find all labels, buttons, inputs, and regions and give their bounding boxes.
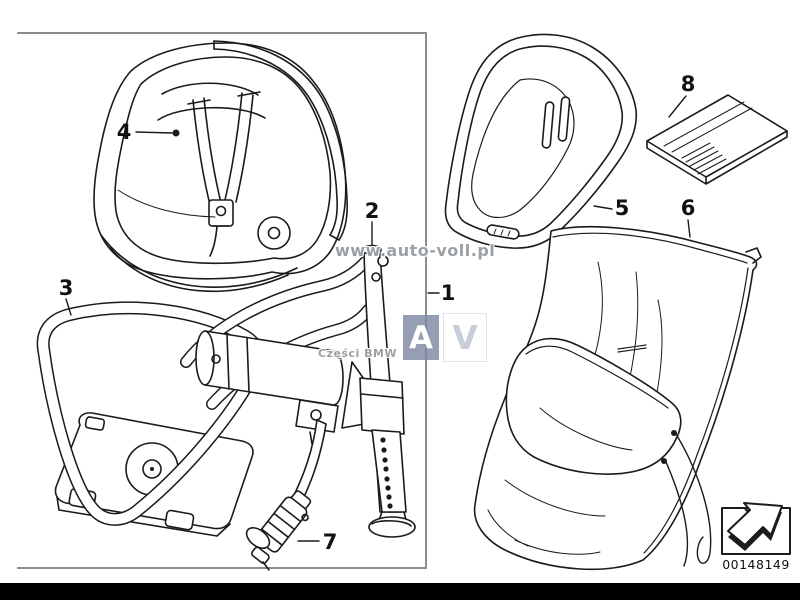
- callout-label-3: 3: [59, 276, 74, 300]
- part-2-support-leg-drawing: [341, 244, 416, 538]
- nav-arrow-stamp: [721, 502, 791, 555]
- callout-leader-3: [65, 298, 72, 316]
- part-4-infant-carrier-drawing: [93, 40, 348, 293]
- part-number-label: 00148149: [722, 557, 790, 572]
- adjuster-knob: [257, 216, 291, 250]
- arrow-icon: [727, 502, 783, 546]
- callout-layer: 1 2 3 4 5 6 7 8: [59, 72, 696, 554]
- part-6-footmuff-drawing: [473, 225, 762, 571]
- part-8-instruction-booklet-drawing: [646, 94, 788, 185]
- part-1-base-frame-drawing: [180, 255, 374, 445]
- callout-label-1: 1: [441, 281, 456, 305]
- part-3-roll-bar-drawing: [36, 301, 266, 537]
- callout-label-5: 5: [615, 196, 630, 220]
- part-7-belt-buckle-drawing: [245, 419, 327, 571]
- part-5-seat-liner-drawing: [444, 33, 638, 249]
- callout-leader-5: [593, 205, 613, 210]
- callout-leader-4: [135, 131, 173, 134]
- callout-label-4: 4: [117, 120, 132, 144]
- callout-leader-6: [687, 219, 691, 238]
- callout-label-6: 6: [681, 196, 696, 220]
- carry-handle-outer: [213, 40, 348, 241]
- drawing-frame: [17, 32, 427, 569]
- bottom-black-bar: [0, 583, 800, 600]
- callout-leader-8: [668, 95, 687, 118]
- callout-label-2: 2: [365, 199, 380, 223]
- callout-label-7: 7: [323, 530, 338, 554]
- callout-dot-4: [172, 129, 180, 137]
- callout-label-8: 8: [681, 72, 696, 96]
